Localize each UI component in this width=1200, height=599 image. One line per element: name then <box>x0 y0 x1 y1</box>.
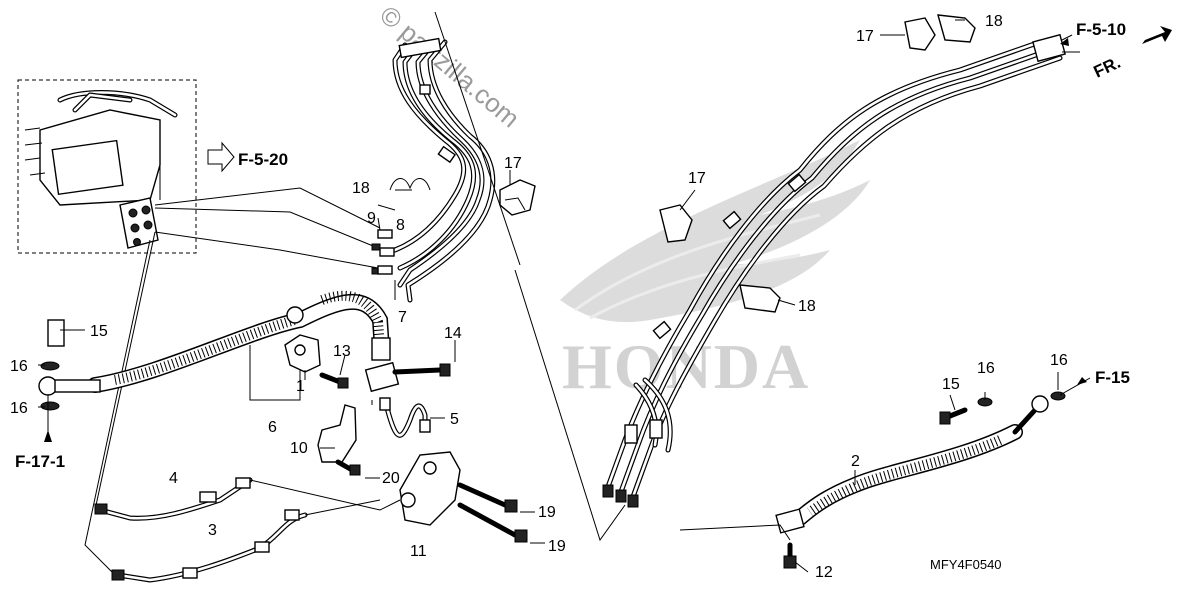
callout-6[interactable]: 6 <box>268 419 277 436</box>
rear-brake-hose <box>775 391 1066 534</box>
callout-14[interactable]: 14 <box>444 325 462 342</box>
callout-5[interactable]: 5 <box>450 411 459 428</box>
callout-16-right-b[interactable]: 16 <box>1050 352 1068 369</box>
callout-19-upper[interactable]: 19 <box>538 504 556 521</box>
callout-8[interactable]: 8 <box>396 217 405 234</box>
callout-17-middle[interactable]: 17 <box>504 155 522 172</box>
callout-1[interactable]: 1 <box>296 378 305 395</box>
callout-9[interactable]: 9 <box>367 210 376 227</box>
callout-18-right[interactable]: 18 <box>798 298 816 315</box>
callout-10[interactable]: 10 <box>290 440 308 457</box>
ref-f-15[interactable]: F-15 <box>1095 368 1130 387</box>
brake-pipe-bundle-right <box>602 33 1066 508</box>
ref-f-5-20[interactable]: F-5-20 <box>238 150 288 169</box>
callout-17-right[interactable]: 17 <box>688 170 706 187</box>
abs-modulator-inset <box>17 79 197 254</box>
callout-7[interactable]: 7 <box>398 309 407 326</box>
ref-f-5-10[interactable]: F-5-10 <box>1076 20 1126 39</box>
callout-19-lower[interactable]: 19 <box>548 538 566 555</box>
callout-16-left-lower[interactable]: 16 <box>10 400 28 417</box>
front-brake-hose <box>38 290 391 411</box>
callout-11[interactable]: 11 <box>410 543 427 560</box>
callout-2[interactable]: 2 <box>851 453 860 470</box>
callout-15-left[interactable]: 15 <box>90 323 108 340</box>
callout-17-top[interactable]: 17 <box>856 28 874 45</box>
callout-16-left-upper[interactable]: 16 <box>10 358 28 375</box>
callout-13[interactable]: 13 <box>333 343 351 360</box>
fr-label: FR. <box>1091 53 1124 82</box>
callout-16-right-a[interactable]: 16 <box>977 360 995 377</box>
drawing-code: MFY4F0540 <box>930 557 1002 572</box>
callout-4[interactable]: 4 <box>169 470 178 487</box>
callout-12[interactable]: 12 <box>815 564 833 581</box>
callout-18-top[interactable]: 18 <box>985 13 1003 30</box>
callout-20[interactable]: 20 <box>382 470 400 487</box>
ref-f-17-1[interactable]: F-17-1 <box>15 452 65 471</box>
brake-pipe-bundle-upper <box>371 37 496 303</box>
callout-3[interactable]: 3 <box>208 522 217 539</box>
callout-15-right[interactable]: 15 <box>942 376 960 393</box>
ref-arrow-icon <box>207 141 235 173</box>
callout-18-left[interactable]: 18 <box>352 180 370 197</box>
